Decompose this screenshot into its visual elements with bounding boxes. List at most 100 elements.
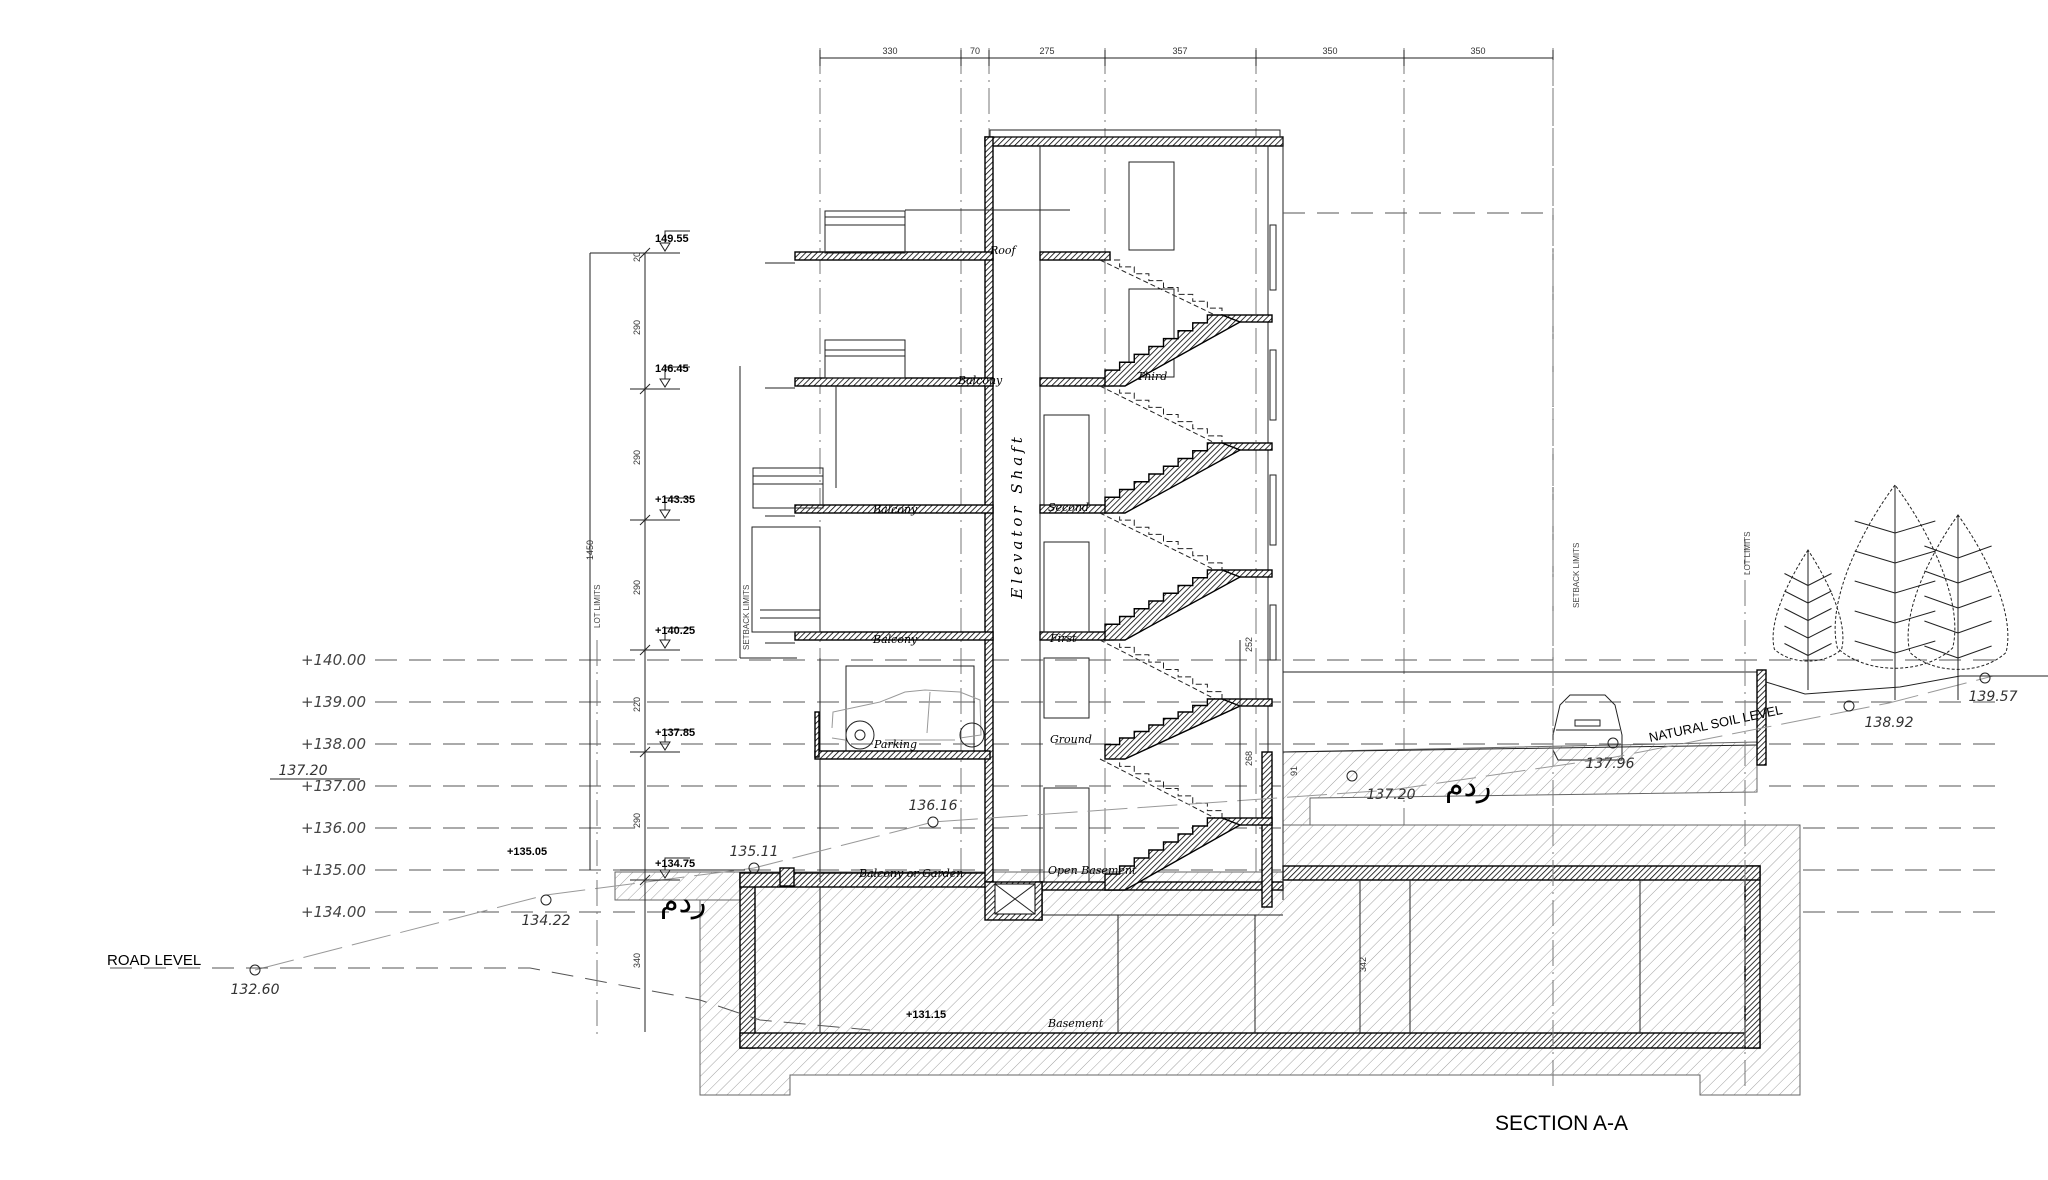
section-title: SECTION A-A: [1495, 1112, 1628, 1135]
stair-flight-beyond: [1105, 758, 1223, 818]
stair-line: [1099, 758, 1216, 819]
terrain: [110, 672, 2048, 1031]
dim-ground: 220: [632, 697, 642, 712]
dim-floor: 290: [632, 580, 642, 595]
stair-flight-beyond: [1105, 385, 1223, 443]
window: [1269, 604, 1277, 661]
left-wing: [739, 209, 1070, 887]
elevation-label: +134.00: [301, 903, 366, 921]
stair-flight: [1104, 569, 1242, 641]
level-marker: 149.55: [655, 233, 689, 245]
stair-flight-beyond: [1105, 639, 1223, 699]
tree-branch: [1854, 610, 1936, 624]
window: [1269, 224, 1277, 291]
stair-flight: [1104, 442, 1242, 514]
spot-elevation: 135.11: [730, 844, 779, 860]
dim-step: 91: [1289, 766, 1299, 776]
level-marker: +137.85: [655, 727, 695, 739]
level-marker: +134.75: [655, 858, 695, 870]
dim-stair-upper: 252: [1244, 637, 1254, 652]
stair-flight: [1104, 698, 1242, 760]
building-core: [765, 129, 1554, 921]
spot-elevation: 139.57: [1969, 689, 2018, 705]
elevation-label: +139.00: [301, 693, 366, 711]
tree-branch: [1854, 580, 1936, 594]
level-marker-symbol: [659, 497, 690, 519]
tree-branch: [1784, 573, 1832, 586]
room-label-basement: Basement: [1047, 1017, 1104, 1030]
top-dimension-string: 330 70 275 357 350 350: [819, 46, 1554, 66]
level-marker-symbol: [659, 729, 690, 751]
level-marker: +135.05: [507, 846, 547, 858]
tree-branch: [1784, 625, 1832, 639]
fill-label: ردم: [660, 885, 706, 920]
room-label-roof: Roof: [989, 244, 1018, 257]
stair-flight-beyond: [1105, 259, 1223, 315]
tree-branch: [1854, 640, 1936, 654]
spot-elevation: 132.60: [231, 982, 280, 998]
stair-line: [1099, 259, 1216, 316]
elevation-label: +136.00: [301, 819, 366, 837]
dimension-tick: [639, 514, 651, 526]
stair-line: [1099, 385, 1216, 444]
tree-branch: [1924, 620, 1992, 634]
room-label-ground: Ground: [1050, 733, 1092, 746]
floor-slab: [1039, 251, 1111, 261]
stair-flight: [1104, 314, 1242, 387]
room-label-balcony: Balcony: [957, 374, 1003, 387]
retaining-wall: [1756, 669, 1767, 766]
level-marker-symbol: [659, 230, 690, 252]
tree-canopy: [1907, 514, 2009, 670]
dim-350-a: 350: [1322, 46, 1337, 56]
floor-slab: [794, 504, 994, 514]
room-label-parking: Parking: [873, 738, 917, 751]
dim-total: 1450: [585, 540, 595, 560]
dim-basement: 340: [632, 953, 642, 968]
level-marker-symbol: [659, 857, 690, 879]
dim-floor: 290: [632, 320, 642, 335]
elevation-label: +140.00: [301, 651, 366, 669]
lot-limits-label: LOT LIMITS: [1743, 532, 1752, 575]
elevation-label: +137.00: [301, 777, 366, 795]
room-label-balcony: Balcony: [872, 503, 918, 516]
tree-branch: [1784, 608, 1832, 621]
tree-canopy: [1772, 549, 1844, 662]
stair-flight-beyond: [1105, 512, 1223, 570]
dim-floor: 290: [632, 450, 642, 465]
dim-350-b: 350: [1470, 46, 1485, 56]
level-marker: 146.45: [655, 363, 689, 375]
room-label-third: Third: [1137, 370, 1167, 383]
tree-branch: [1924, 570, 1992, 584]
elevation-label: +138.00: [301, 735, 366, 753]
dim-275: 275: [1039, 46, 1054, 56]
spot-elevation: 138.92: [1865, 715, 1914, 731]
spot-elevation: 137.20: [279, 763, 328, 779]
stair-flight: [1104, 817, 1242, 891]
room-label-first: First: [1049, 632, 1077, 645]
room-label-second: Second: [1048, 501, 1089, 514]
dimension-tick: [639, 644, 651, 656]
setback-limits-label: SETBACK LIMITS: [742, 585, 751, 650]
dimension-tick: [639, 746, 651, 758]
spot-elevation: 137.20: [1367, 787, 1416, 803]
dim-330: 330: [882, 46, 897, 56]
dim-basement-right: 342: [1358, 957, 1368, 972]
soil-fill-right: [1282, 741, 1758, 826]
setback-limits-label: SETBACK LIMITS: [1572, 543, 1581, 608]
dimension-tick: [639, 383, 651, 395]
room-label-open-basement: Open Basement: [1048, 864, 1137, 877]
tree-branch: [1924, 595, 1992, 609]
room-label-balcony-or-garden: Balcony or Garden: [858, 867, 963, 880]
level-marker-symbol: [659, 627, 690, 649]
spot-elevation: 136.16: [909, 798, 958, 814]
car-parking-left: [831, 689, 985, 750]
stair-line: [1099, 512, 1216, 571]
dimension-tick: [639, 874, 651, 886]
tree-branch: [1854, 520, 1936, 534]
level-marker: +143.35: [655, 494, 695, 506]
room-label-elevator-shaft: Elevator Shaft: [1008, 433, 1026, 600]
tree-branch: [1784, 643, 1832, 656]
tree-branch: [1854, 550, 1936, 564]
dimension-tick: [639, 247, 651, 259]
